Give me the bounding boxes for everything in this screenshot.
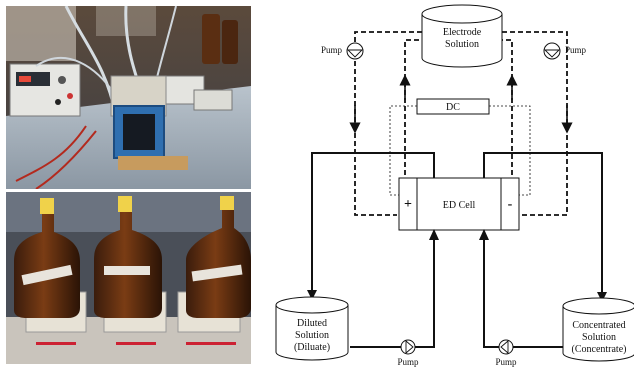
ed-process-diagram: Electrode Solution DC + - ED Cell xyxy=(275,4,634,367)
pump-top-left-icon xyxy=(346,42,364,60)
pump-bottom-right: Pump xyxy=(495,339,517,367)
diluate-tank-label-line2: Solution xyxy=(295,330,329,341)
ed-cell: + - ED Cell xyxy=(398,177,520,231)
pump-top-left: Pump xyxy=(321,42,364,60)
pump-bottom-left-label: Pump xyxy=(397,357,419,367)
pump-bottom-right-icon xyxy=(498,339,514,355)
plus-sign: + xyxy=(404,197,412,212)
dc-label: DC xyxy=(446,102,460,113)
concentrate-tank: Concentrated Solution (Concentrate) xyxy=(562,297,634,362)
pump-bottom-right-label: Pump xyxy=(495,357,517,367)
photo-ed-setup xyxy=(6,6,251,189)
concentrate-tank-label-line3: (Concentrate) xyxy=(572,344,627,355)
pump-top-left-label: Pump xyxy=(321,45,343,55)
electrode-flow-arrows xyxy=(349,74,573,134)
pump-bottom-left-icon xyxy=(400,339,416,355)
electrode-solution-tank: Electrode Solution xyxy=(421,4,503,68)
bottle-2 xyxy=(94,196,167,333)
dc-power-supply: DC xyxy=(389,98,531,196)
bottle-3 xyxy=(177,196,251,333)
diluate-tank-label-line3: (Diluate) xyxy=(294,342,330,353)
electrode-tank-label-line1: Electrode xyxy=(443,27,482,38)
diluate-tank-label-line1: Diluted xyxy=(297,318,327,329)
process-flow-arrows xyxy=(307,229,607,302)
pump-top-right-icon xyxy=(543,42,561,60)
process-loop-lines xyxy=(311,152,603,348)
bottle-1 xyxy=(14,198,87,333)
minus-sign: - xyxy=(508,197,513,212)
concentrate-tank-label-line1: Concentrated xyxy=(572,320,625,331)
pump-bottom-left: Pump xyxy=(397,339,419,367)
concentrate-tank-label-line2: Solution xyxy=(582,332,616,343)
ed-cell-label: ED Cell xyxy=(443,200,476,211)
photo-solution-bottles xyxy=(6,192,251,364)
pump-top-right: Pump xyxy=(543,42,587,60)
diluate-tank: Diluted Solution (Diluate) xyxy=(275,296,349,361)
pump-top-right-label: Pump xyxy=(565,45,587,55)
electrode-tank-label-line2: Solution xyxy=(445,39,479,50)
